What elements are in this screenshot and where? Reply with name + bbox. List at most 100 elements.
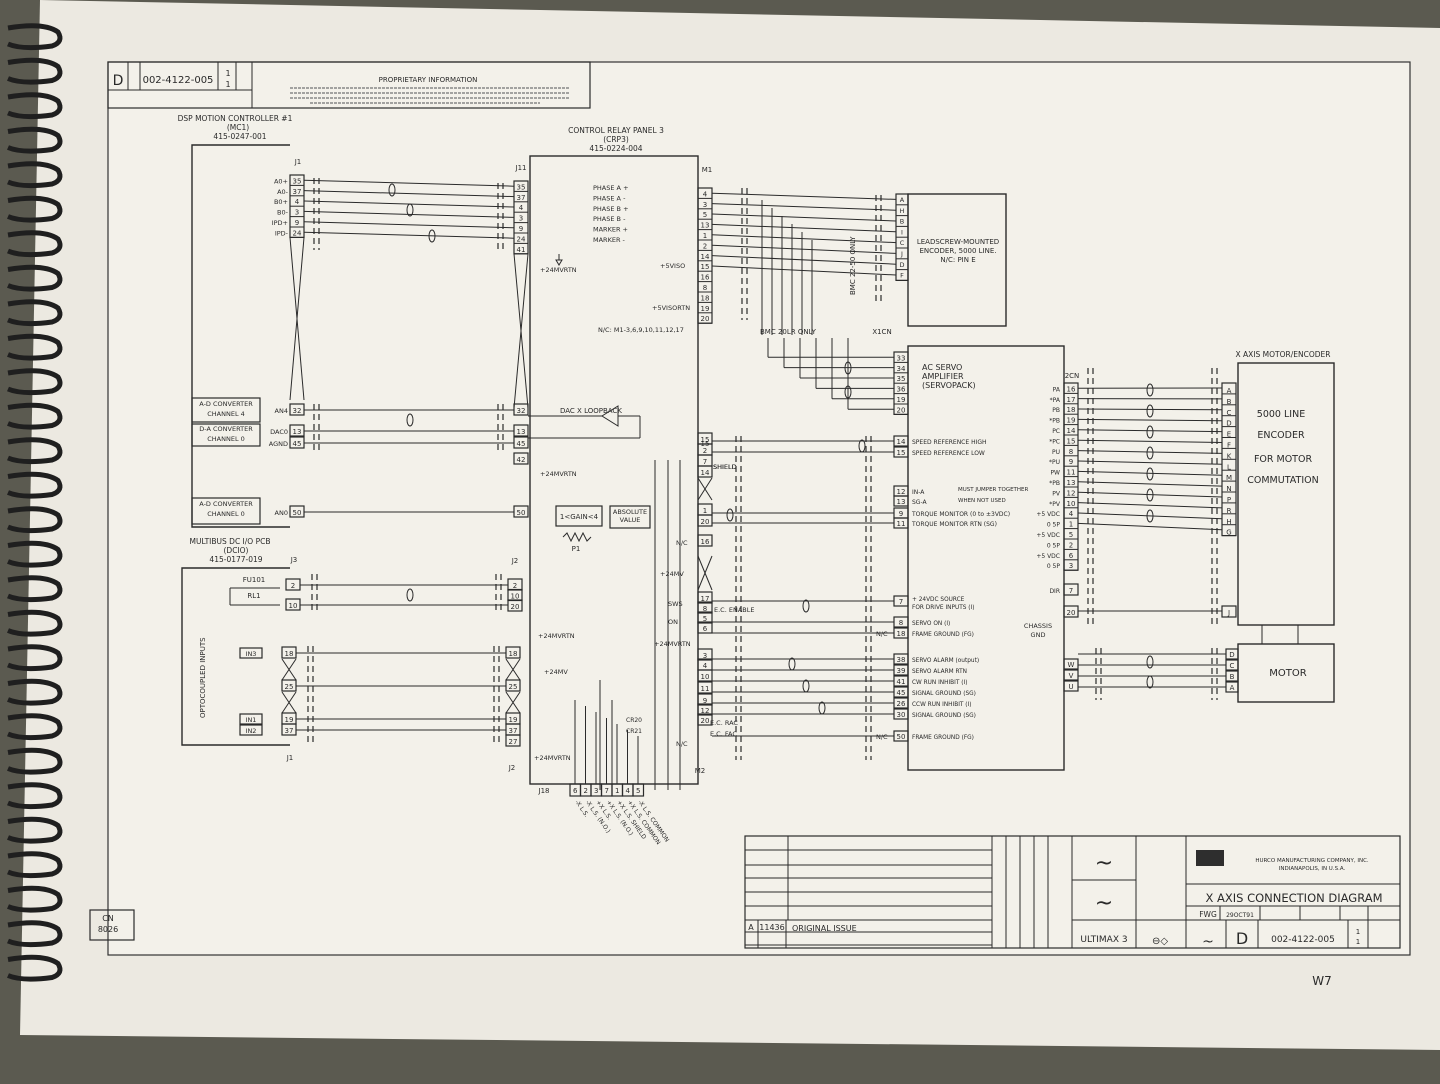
- mc1-signal: IPD+: [272, 219, 288, 227]
- motor-enc-pin: A: [1227, 387, 1232, 395]
- crp-j2-pin-no: 25: [509, 683, 518, 691]
- dcio-title: MULTIBUS DC I/O PCB: [189, 537, 270, 546]
- tb-drawing-title: X AXIS CONNECTION DIAGRAM: [1205, 891, 1382, 905]
- hurco-logo: [1196, 850, 1224, 866]
- crp-mid-pin-no: 16: [701, 538, 710, 546]
- servo-lower-pin-no: 38: [897, 656, 906, 664]
- tb-sheet-of: 1: [1356, 928, 1360, 936]
- analog-channel-label: A-D CONVERTER: [199, 500, 253, 508]
- cn2-signal: 0 5P: [1047, 522, 1061, 529]
- opto-label: IN3: [246, 650, 257, 658]
- crp-mid-pin-no: 5: [703, 615, 707, 623]
- crp-phase-label: PHASE B +: [593, 205, 629, 213]
- cn2-strip-pin: 8: [1069, 448, 1073, 456]
- mc1-analog-pin-no: 50: [293, 509, 302, 517]
- j2-top-label: J2: [511, 557, 519, 565]
- conn-label-j1: J1: [294, 158, 302, 166]
- j11-analog-pin-no: 13: [517, 428, 526, 436]
- analog-signal: AN0: [275, 509, 288, 517]
- motor-power-pin: A: [1230, 684, 1235, 692]
- servo-mid-label: IN-A: [912, 489, 925, 496]
- cn2-signal: *PB: [1049, 480, 1060, 487]
- servo-lower-label: CCW RUN INHIBIT (I): [912, 702, 972, 708]
- cn2-signal: +5 VDC: [1036, 511, 1060, 518]
- cn2-strip-pin: 12: [1067, 489, 1076, 497]
- analog-channel-label: CHANNEL 0: [207, 510, 245, 518]
- mc1-signal: B0+: [274, 198, 288, 206]
- projection-symbol: ⊖◇: [1152, 936, 1168, 947]
- cn2-signal: PV: [1052, 490, 1061, 497]
- encoder-pin: H: [900, 207, 905, 215]
- cn2-strip-pin: 16: [1067, 385, 1076, 393]
- crp-mid-pin-no: 1: [703, 507, 707, 515]
- cn2-signal: +5 VDC: [1036, 553, 1060, 560]
- cn2-signal: *PC: [1049, 438, 1060, 445]
- cn2-strip-pin: 14: [1067, 427, 1076, 435]
- analog-signal: AGND: [269, 440, 288, 448]
- jumper-note: MUST JUMPER TOGETHER: [958, 487, 1029, 493]
- servo-lower-label: SIGNAL GROUND (SG): [912, 713, 976, 719]
- motor-enc-pin: K: [1227, 452, 1232, 460]
- crp-j2-pin-no: 37: [509, 727, 518, 735]
- header-sheet-no: 1: [225, 80, 230, 89]
- conn-label-j3: J3: [290, 556, 298, 564]
- nc-label: N/C: [676, 539, 688, 547]
- crp-mid-pin-no: 20: [701, 717, 710, 725]
- m1-strip-pin: 20: [701, 315, 710, 323]
- page-ref: W7: [1312, 974, 1332, 988]
- dac-loopback: DAC X LOOPBACK: [560, 407, 622, 415]
- supply-label: +5VISORTN: [652, 304, 690, 312]
- pot-label: P1: [572, 545, 581, 553]
- j11-pin-no: 42: [517, 456, 526, 464]
- x1cn-strip-pin: 20: [897, 406, 906, 414]
- header-size: D: [113, 73, 124, 89]
- crp-mid-pin-no: 14: [701, 469, 710, 477]
- dcio-pn: 415-0177-019: [209, 555, 262, 564]
- j11-strip-pin: 9: [519, 225, 523, 233]
- m1-strip-pin: 3: [703, 201, 707, 209]
- j11-strip-pin: 35: [517, 183, 526, 191]
- cn2-signal: *PV: [1049, 501, 1061, 508]
- tb-sheet-no: 1: [1356, 938, 1360, 946]
- crp-mid-label: E.C. ENABLE: [714, 606, 754, 614]
- cn2-strip-pin: 2: [1069, 541, 1073, 549]
- m1-strip-pin: 15: [701, 263, 710, 271]
- j11-strip-pin: 4: [519, 204, 524, 212]
- analog-channel-label: A-D CONVERTER: [199, 400, 253, 408]
- mc1-analog-pin-no: 32: [293, 407, 302, 415]
- cn2-signal: DIR: [1049, 588, 1060, 595]
- m1-strip-pin: 18: [701, 294, 710, 302]
- crp-mid-pin-no: 10: [701, 673, 710, 681]
- encoder-pin: J: [900, 250, 903, 258]
- motor-enc-pin: B: [1227, 398, 1232, 406]
- supply-label: +24MVRTN: [534, 754, 571, 762]
- supply-label: +5VISO: [660, 262, 685, 270]
- servo-mid-label: TORQUE MONITOR RTN (SG): [911, 521, 997, 528]
- j11-analog-pin-no: 32: [517, 407, 526, 415]
- cn2-strip-pin: 13: [1067, 479, 1076, 487]
- mc1-analog-pin-no: 13: [293, 428, 302, 436]
- servo-lower-pin-no: 39: [897, 667, 906, 675]
- dcio-input-pin-no: 25: [285, 683, 294, 691]
- m1-strip-pin: 4: [703, 190, 708, 198]
- servo-lower-pin-no: 8: [899, 619, 903, 627]
- dcio-input-pin-no: 19: [285, 716, 294, 724]
- j18-pin-no: 3: [594, 787, 598, 795]
- servo-lower-pin-no: 26: [897, 700, 906, 708]
- x1cn-strip-pin: 34: [897, 365, 906, 373]
- cn2-strip-pin: 1: [1069, 521, 1073, 529]
- servo-ref-label: SPEED REFERENCE HIGH: [912, 439, 987, 446]
- crp-phase-label: MARKER +: [593, 226, 628, 234]
- cn2-pin-no: 20: [1067, 609, 1076, 617]
- gain-text: 1<GAIN<4: [560, 513, 599, 521]
- chassis-gnd-label: GND: [1031, 631, 1046, 639]
- servo-lower-pin-no: 41: [897, 678, 906, 686]
- analog-signal: AN4: [275, 407, 288, 415]
- cn2-strip-pin: 6: [1069, 552, 1074, 560]
- m1-strip-pin: 16: [701, 274, 710, 282]
- header-drawing-no: 002-4122-005: [143, 75, 214, 86]
- j1-strip-pin: 4: [295, 198, 300, 206]
- cn2-strip-pin: 15: [1067, 437, 1076, 445]
- servo-lower-pin-no: 30: [897, 711, 906, 719]
- tb-revision-desc: ORIGINAL ISSUE: [792, 924, 857, 933]
